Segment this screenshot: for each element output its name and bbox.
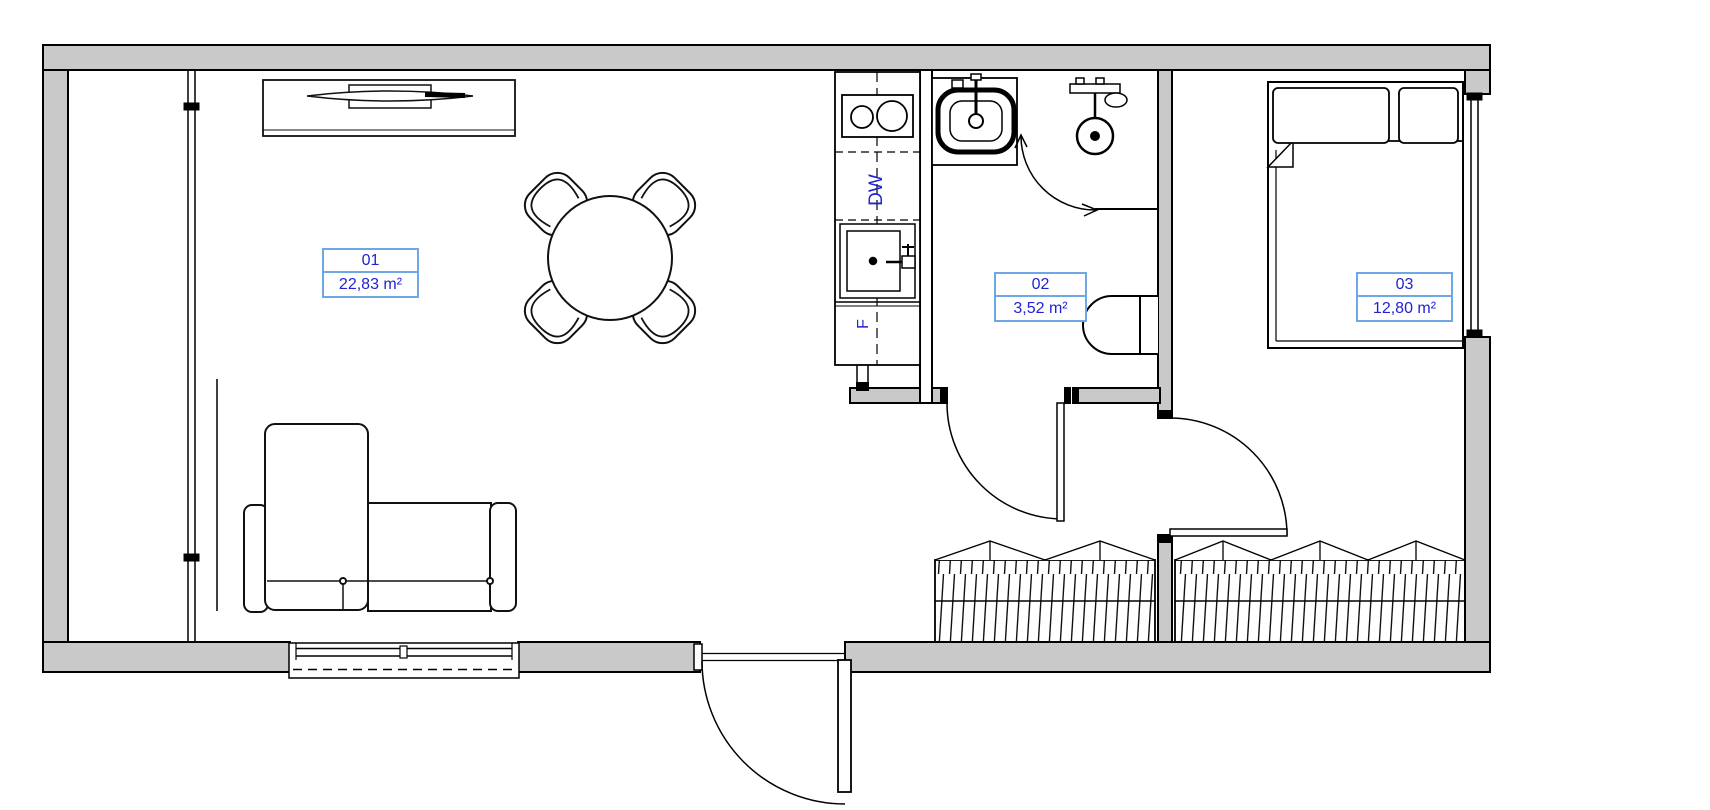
wall-south-1 xyxy=(42,641,291,673)
bathroom-door-leaf xyxy=(1056,402,1065,522)
window-east xyxy=(1466,92,1483,338)
bedroom-door-leaf xyxy=(1169,528,1288,537)
room-label-01: 01 22,83 m² xyxy=(322,248,419,298)
room-area: 3,52 m² xyxy=(1013,300,1068,317)
room-number: 03 xyxy=(1358,274,1451,297)
wall-west xyxy=(42,69,69,673)
wall-east-upper xyxy=(1464,69,1491,95)
dishwasher-label: DW xyxy=(866,174,887,206)
fridge-label: F xyxy=(855,319,872,329)
toilet-icon xyxy=(1082,295,1158,355)
pillow xyxy=(1272,87,1390,144)
entry-door-leaf xyxy=(837,659,852,793)
sofa-chaise xyxy=(264,423,369,611)
shower-icon xyxy=(1014,77,1158,217)
sofa-icon xyxy=(243,423,517,613)
interior-walls xyxy=(849,69,1173,643)
exterior-walls xyxy=(42,44,1491,673)
sofa-seat xyxy=(367,502,492,612)
washbasin-icon xyxy=(931,73,1018,166)
bathroom-door xyxy=(946,402,1065,522)
room-number: 01 xyxy=(324,250,417,273)
bathroom-door-arc xyxy=(946,402,1064,520)
bedroom-door-arc xyxy=(1169,417,1288,536)
bedroom-door xyxy=(1169,417,1288,537)
door-jambs xyxy=(940,387,1171,543)
wall-bath-south-right xyxy=(1072,387,1161,404)
wall-bath-west xyxy=(919,69,933,404)
cooktop-icon xyxy=(841,94,914,138)
wall-south-2 xyxy=(517,641,701,673)
pillow xyxy=(1398,87,1459,144)
room-number: 02 xyxy=(996,274,1085,297)
sofa-armrest-right xyxy=(489,502,517,612)
room-area: 22,83 m² xyxy=(338,276,403,293)
wall-east-lower xyxy=(1464,336,1491,673)
window-west xyxy=(183,71,218,642)
duvet-fold xyxy=(1266,139,1294,168)
tv-sideboard xyxy=(262,79,516,137)
shower-door-arc xyxy=(1020,135,1096,211)
entry-door-arc xyxy=(701,660,846,805)
entry-door-frame xyxy=(693,643,703,671)
wall-bedroom-divider xyxy=(1157,69,1173,419)
dining-set xyxy=(516,164,704,352)
window-south xyxy=(288,642,520,679)
wall-bedroom-divider-stub xyxy=(1157,534,1173,643)
wall-south-3 xyxy=(844,641,1491,673)
kitchen-counter xyxy=(834,71,921,366)
wall-north xyxy=(42,44,1491,71)
room-label-03: 03 12,80 m² xyxy=(1356,272,1453,322)
kitchen-sink-icon xyxy=(839,223,916,299)
entry-door xyxy=(693,643,852,805)
wardrobe-bedroom xyxy=(1174,540,1466,643)
dining-table xyxy=(547,195,673,321)
wardrobe-hall xyxy=(934,540,1156,643)
room-label-02: 02 3,52 m² xyxy=(994,272,1087,322)
room-area: 12,80 m² xyxy=(1372,300,1437,317)
